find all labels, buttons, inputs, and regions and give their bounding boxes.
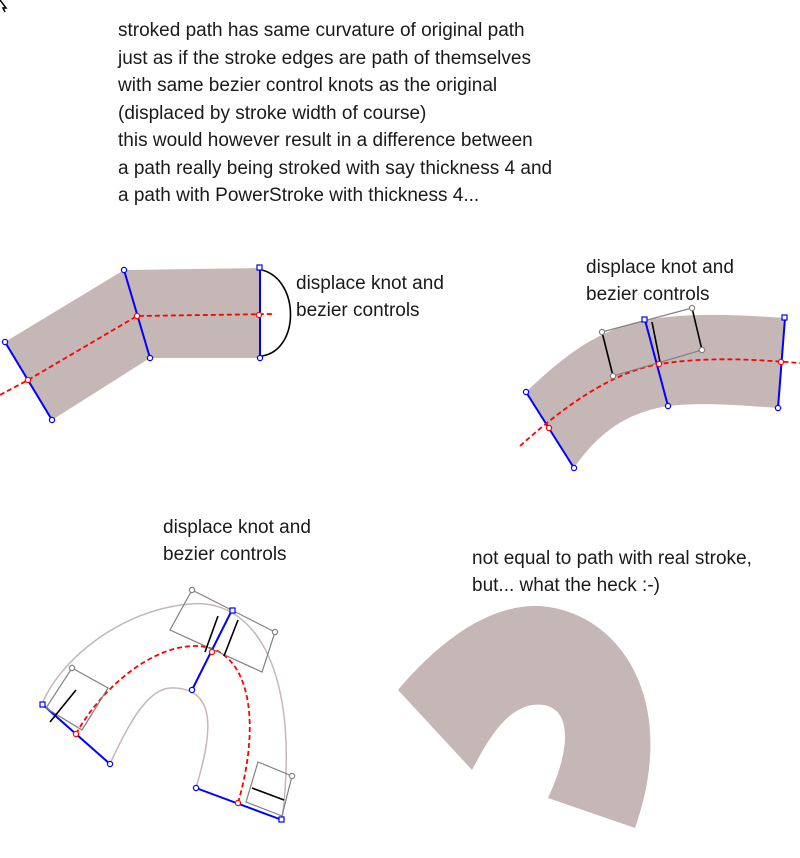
top-left-label: displace knot and bezier controls: [296, 270, 444, 324]
original-path: [75, 645, 251, 804]
cursor-icon: [0, 0, 8, 13]
intro-line: (displaced by stroke width of course): [118, 102, 427, 124]
top-right-label: displace knot and bezier controls: [586, 254, 734, 308]
label-line: bezier controls: [586, 284, 710, 305]
bottom-right-label: not equal to path with real stroke, but.…: [472, 545, 752, 599]
intro-line: with same bezier control knots as the or…: [118, 75, 498, 96]
label-line: displace knot and: [586, 257, 734, 278]
label-line: displace knot and: [163, 517, 311, 538]
bottom-left-label: displace knot and bezier controls: [163, 514, 311, 568]
displace-arrow: [261, 269, 292, 357]
label-line: but... what the heck :-): [472, 575, 660, 596]
real-stroke-arch: [398, 605, 651, 828]
intro-text: stroked path has same curvature of origi…: [118, 17, 552, 210]
intro-line: a path with PowerStroke with thickness 4…: [118, 185, 480, 206]
stroke-shape: [5, 268, 260, 420]
bottom-left-figure: [39, 586, 296, 823]
label-line: not equal to path with real stroke,: [472, 548, 752, 569]
outer-edge: [41, 603, 288, 821]
stroke-shape: [526, 314, 785, 468]
label-line: bezier controls: [163, 544, 287, 565]
inner-edge: [109, 687, 209, 789]
original-path: [0, 313, 276, 396]
top-left-figure: [0, 264, 292, 424]
intro-line: a path really being stroked with say thi…: [118, 157, 553, 179]
intro-line: this would however result in a differenc…: [118, 130, 533, 151]
handle-box: [45, 589, 293, 817]
label-line: bezier controls: [296, 300, 420, 321]
top-right-figure: [519, 304, 800, 472]
intro-line: stroked path has same curvature of origi…: [118, 20, 525, 41]
label-line: displace knot and: [296, 273, 444, 294]
intro-line: just as if the stroke edges are path of …: [118, 47, 531, 69]
